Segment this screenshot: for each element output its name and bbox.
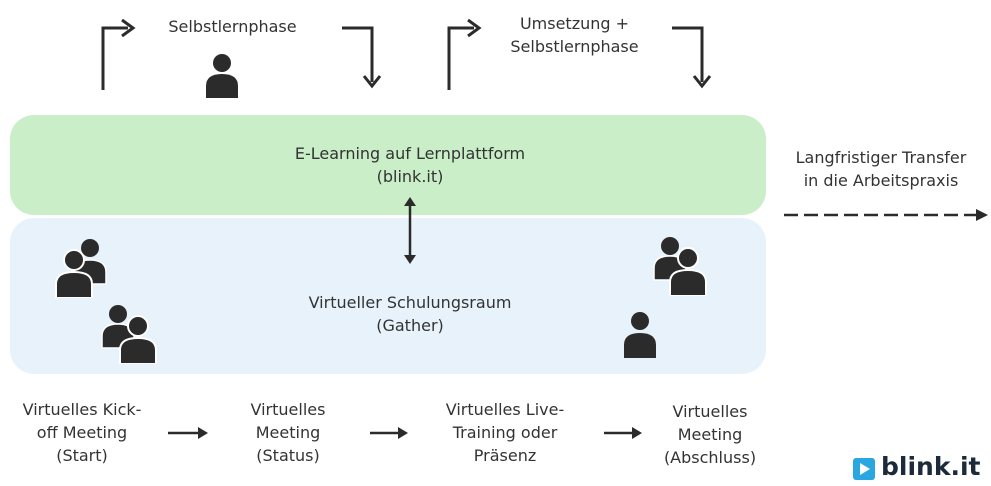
bent-arrow-up-right-2 (447, 26, 474, 90)
elearning-label: E-Learning auf Lernplattform (blink.it) (240, 142, 580, 188)
logo-text: blink.it (881, 452, 981, 481)
person-icon (624, 312, 656, 358)
elearning-band (10, 115, 766, 215)
transfer-arrow-head (976, 209, 988, 221)
bent-arrow-up-right-1 (101, 26, 128, 90)
people-group-icon (55, 239, 107, 298)
phase-label-line: Umsetzung + (519, 14, 630, 33)
transfer-label: Langfristiger Transfer in die Arbeitspra… (776, 146, 986, 192)
people-group-icon (653, 237, 707, 296)
double-arrow-head-bottom (404, 255, 416, 264)
bent-arrow-head-2 (362, 75, 382, 89)
step-line: Virtuelles (250, 400, 326, 419)
step-line: Virtuelles (672, 402, 748, 421)
step-line: Training oder (452, 423, 558, 442)
step-line: (Abschluss) (663, 448, 757, 467)
step-line: Meeting (677, 425, 743, 444)
step-arrow-2-head (398, 427, 408, 439)
step-line: (Status) (256, 446, 320, 465)
virtual-room-subtitle: (Gather) (376, 316, 444, 335)
step-kickoff: Virtuelles Kick- off Meeting (Start) (2, 398, 162, 467)
bent-arrow-right-down-1 (342, 26, 374, 82)
elearning-title: E-Learning auf Lernplattform (294, 144, 526, 163)
step-line: Virtuelles Live- (445, 400, 565, 419)
people-group-icon (101, 305, 157, 364)
step-line: (Start) (56, 446, 108, 465)
bent-arrow-right-down-2 (672, 26, 704, 82)
step-status: Virtuelles Meeting (Status) (218, 398, 358, 467)
bent-arrow-head-4 (692, 75, 712, 89)
bent-arrow-head-1 (121, 18, 136, 38)
phase-label-implementation: Umsetzung + Selbstlernphase (482, 12, 667, 58)
step-line: Virtuelles Kick- (22, 400, 142, 419)
elearning-subtitle: (blink.it) (376, 167, 444, 186)
person-icon (206, 54, 238, 98)
virtual-room-label: Virtueller Schulungsraum (Gather) (260, 291, 560, 337)
play-icon (853, 458, 875, 480)
phase-label-line: Selbstlernphase (510, 37, 639, 56)
transfer-line: Langfristiger Transfer (795, 148, 967, 167)
phase-label-self-learning: Selbstlernphase (168, 17, 297, 36)
double-arrow-head-top (404, 197, 416, 206)
step-live-training: Virtuelles Live- Training oder Präsenz (420, 398, 590, 467)
step-line: Präsenz (473, 446, 537, 465)
step-arrow-3-head (632, 427, 642, 439)
bent-arrow-head-3 (467, 18, 482, 38)
transfer-line: in die Arbeitspraxis (803, 171, 959, 190)
blinkit-logo: blink.it (853, 452, 989, 484)
step-line: off Meeting (36, 423, 128, 442)
step-arrow-1-head (198, 427, 208, 439)
step-closing: Virtuelles Meeting (Abschluss) (640, 400, 780, 469)
virtual-room-title: Virtueller Schulungsraum (308, 293, 512, 312)
step-line: Meeting (255, 423, 321, 442)
